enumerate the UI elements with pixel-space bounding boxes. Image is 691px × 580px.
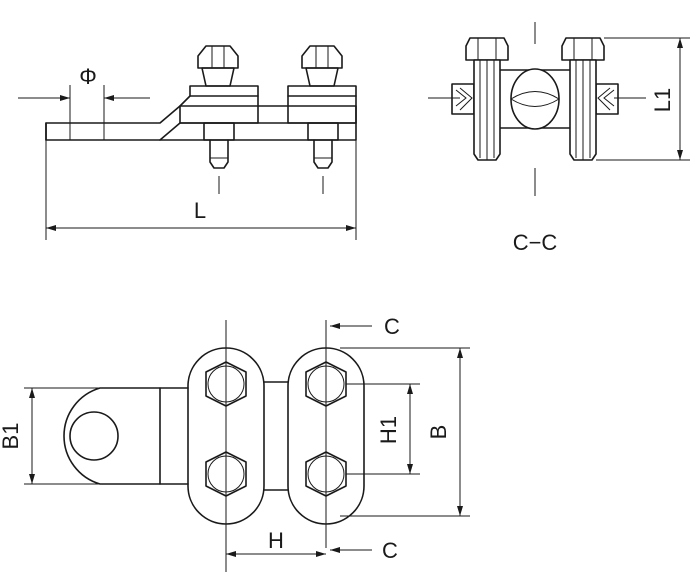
label-L1: L1 — [650, 88, 675, 112]
dimension-H1: H1 — [346, 383, 420, 475]
label-phi: Φ — [79, 64, 97, 89]
section-bolt-left — [465, 37, 509, 161]
dimension-phi: Φ — [18, 64, 150, 123]
svg-text:C: C — [382, 538, 398, 563]
label-B: B — [426, 425, 451, 440]
label-B1: B1 — [0, 423, 23, 450]
svg-text:C: C — [384, 314, 400, 339]
dimension-L: L — [45, 140, 357, 240]
dimension-B1: B1 — [0, 387, 100, 485]
section-bolt-right — [561, 37, 605, 161]
section-mark-bottom: C — [330, 538, 398, 563]
bolt-head-right — [301, 45, 343, 87]
section-mark-top: C — [330, 314, 400, 339]
dimension-L1: L1 — [596, 37, 690, 161]
hex-bolt-top-left — [205, 361, 247, 407]
section-title: C−C — [513, 230, 558, 255]
hex-bolt-bottom-left — [205, 451, 247, 497]
top-view: C C B1 H1 B H — [0, 314, 470, 572]
lug-hole — [69, 411, 119, 461]
bolt-head-left — [197, 45, 239, 87]
label-H1: H1 — [376, 416, 401, 444]
dimension-H: H — [226, 528, 326, 557]
side-view: Φ L — [18, 45, 357, 240]
label-L: L — [194, 198, 206, 223]
hex-bolt-bottom-right — [305, 451, 347, 497]
label-H: H — [268, 528, 284, 553]
section-view: L1 C−C — [428, 22, 690, 255]
hex-bolt-top-right — [305, 361, 347, 407]
dimension-B: B — [340, 347, 470, 517]
